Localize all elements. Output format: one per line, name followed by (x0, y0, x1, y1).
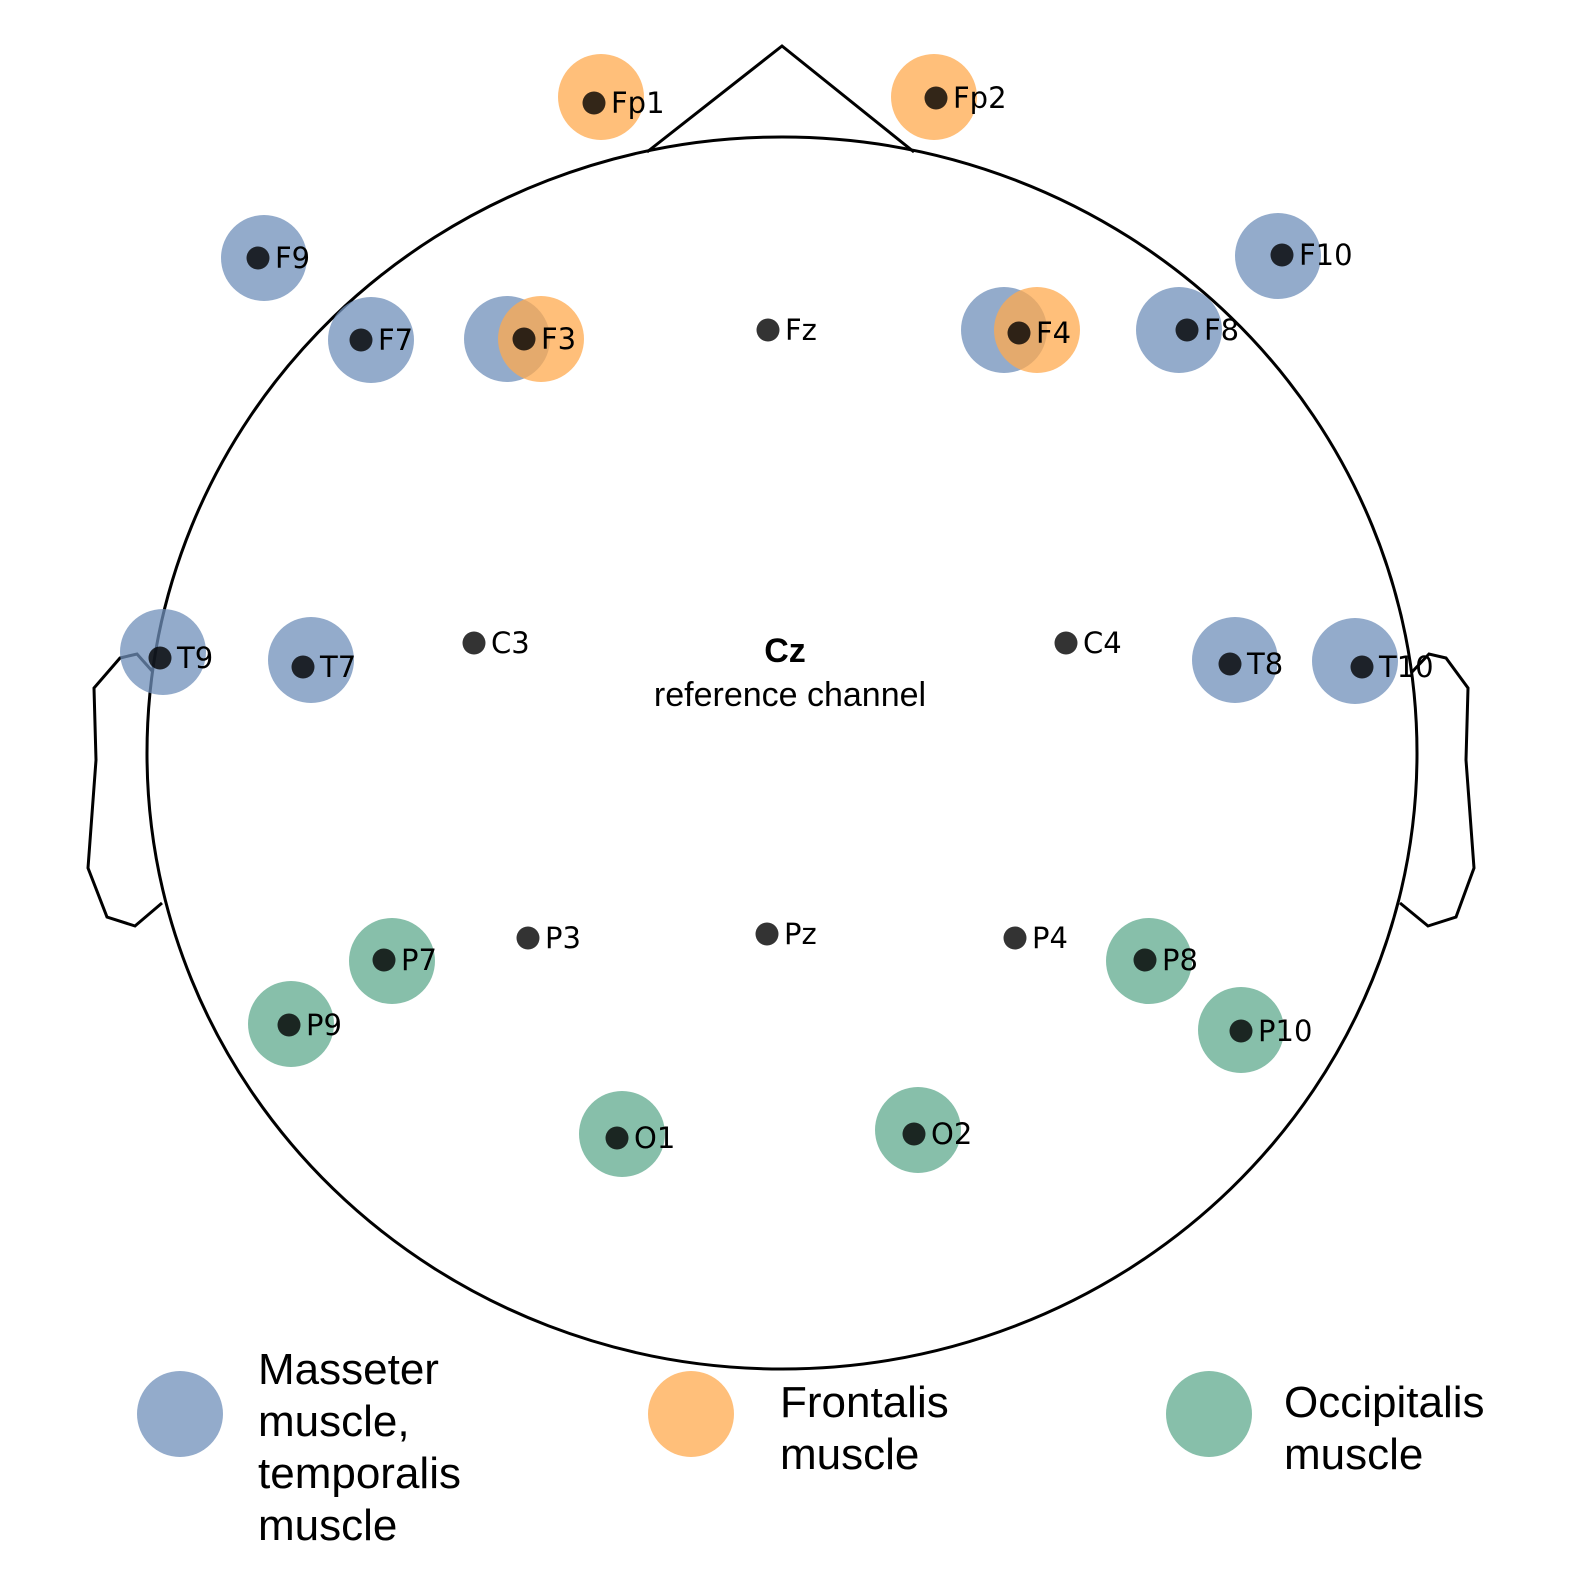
electrode-dot (291, 655, 315, 679)
electrode-dot (605, 1126, 629, 1150)
electrode-label: O1 (634, 1121, 675, 1155)
electrode-label: Fp2 (953, 81, 1007, 115)
electrode-dot (372, 948, 396, 972)
electrode-f10: F10 (1270, 238, 1353, 272)
electrode-label: Fz (785, 313, 817, 347)
reference-channel-label: reference channel (654, 676, 926, 714)
electrode-label: F3 (541, 322, 576, 356)
head-circle (145, 135, 1419, 1371)
electrode-label: F9 (275, 241, 310, 275)
electrode-dot (924, 86, 948, 110)
electrode-t7: T7 (291, 650, 356, 684)
electrode-c4: C4 (1054, 626, 1122, 660)
electrode-f7: F7 (349, 323, 413, 357)
electrode-t9: T9 (148, 641, 213, 675)
electrode-f9: F9 (246, 241, 310, 275)
electrode-label: P4 (1032, 921, 1068, 955)
electrode-o1: O1 (605, 1121, 675, 1155)
electrode-dot (1003, 926, 1027, 950)
electrode-label: P7 (401, 943, 437, 977)
electrode-p3: P3 (516, 921, 581, 955)
electrode-label: O2 (931, 1117, 972, 1151)
legend-swatch-masseter (137, 1371, 223, 1457)
electrode-dot (277, 1013, 301, 1037)
electrode-label: Pz (784, 917, 817, 951)
electrode-f8: F8 (1175, 313, 1239, 347)
nose-outline (646, 44, 915, 154)
electrode-label: P8 (1162, 943, 1198, 977)
electrode-c3: C3 (462, 626, 530, 660)
electrode-label: T8 (1246, 647, 1283, 681)
electrode-p4: P4 (1003, 921, 1068, 955)
electrode-label: T10 (1378, 650, 1434, 684)
electrode-dot (1218, 652, 1242, 676)
electrode-o2: O2 (902, 1117, 972, 1151)
electrode-label: F8 (1204, 313, 1239, 347)
electrode-f3: F3 (512, 322, 576, 356)
reference-channel-name: Cz (764, 632, 806, 670)
electrode-t8: T8 (1218, 647, 1283, 681)
legend-swatch-occipitalis (1166, 1371, 1252, 1457)
electrode-dot (755, 922, 779, 946)
right-ear-outline (1399, 652, 1476, 928)
reference-channel: Cz reference channel (654, 632, 926, 714)
electrode-label: C4 (1083, 626, 1122, 660)
frontalis-region-f3 (498, 296, 584, 382)
electrode-label: F4 (1036, 316, 1071, 350)
frontalis-region-f4 (994, 287, 1080, 373)
electrode-fp2: Fp2 (924, 81, 1007, 115)
electrode-dot (1270, 243, 1294, 267)
electrode-t10: T10 (1350, 650, 1434, 684)
electrode-fp1: Fp1 (582, 86, 665, 120)
electrode-dot (1054, 631, 1078, 655)
electrode-f4: F4 (1007, 316, 1071, 350)
electrode-dot (582, 91, 606, 115)
electrode-dot (1175, 318, 1199, 342)
electrode-dot (516, 926, 540, 950)
electrode-label: T9 (176, 641, 213, 675)
electrode-fz: Fz (756, 313, 817, 347)
electrode-dot (1229, 1019, 1253, 1043)
electrode-dot (148, 646, 172, 670)
electrode-dot (1350, 655, 1374, 679)
electrode-dot (512, 327, 536, 351)
electrode-p10: P10 (1229, 1014, 1312, 1048)
electrode-label: F10 (1299, 238, 1353, 272)
electrode-label: P10 (1258, 1014, 1312, 1048)
electrode-dot (462, 631, 486, 655)
electrode-dot (756, 318, 780, 342)
electrode-p7: P7 (372, 943, 437, 977)
electrode-p8: P8 (1133, 943, 1198, 977)
electrode-label: Fp1 (611, 86, 665, 120)
electrode-dot (1007, 321, 1031, 345)
legend-swatch-frontalis (648, 1371, 734, 1457)
electrode-p9: P9 (277, 1008, 342, 1042)
electrode-label: C3 (491, 626, 530, 660)
electrode-label: F7 (378, 323, 413, 357)
electrode-label: P9 (306, 1008, 342, 1042)
electrode-label: T7 (319, 650, 356, 684)
electrode-dot (246, 246, 270, 270)
electrode-dot (1133, 948, 1157, 972)
electrode-label: P3 (545, 921, 581, 955)
electrode-dot (349, 328, 373, 352)
electrode-dot (902, 1122, 926, 1146)
electrode-pz: Pz (755, 917, 817, 951)
